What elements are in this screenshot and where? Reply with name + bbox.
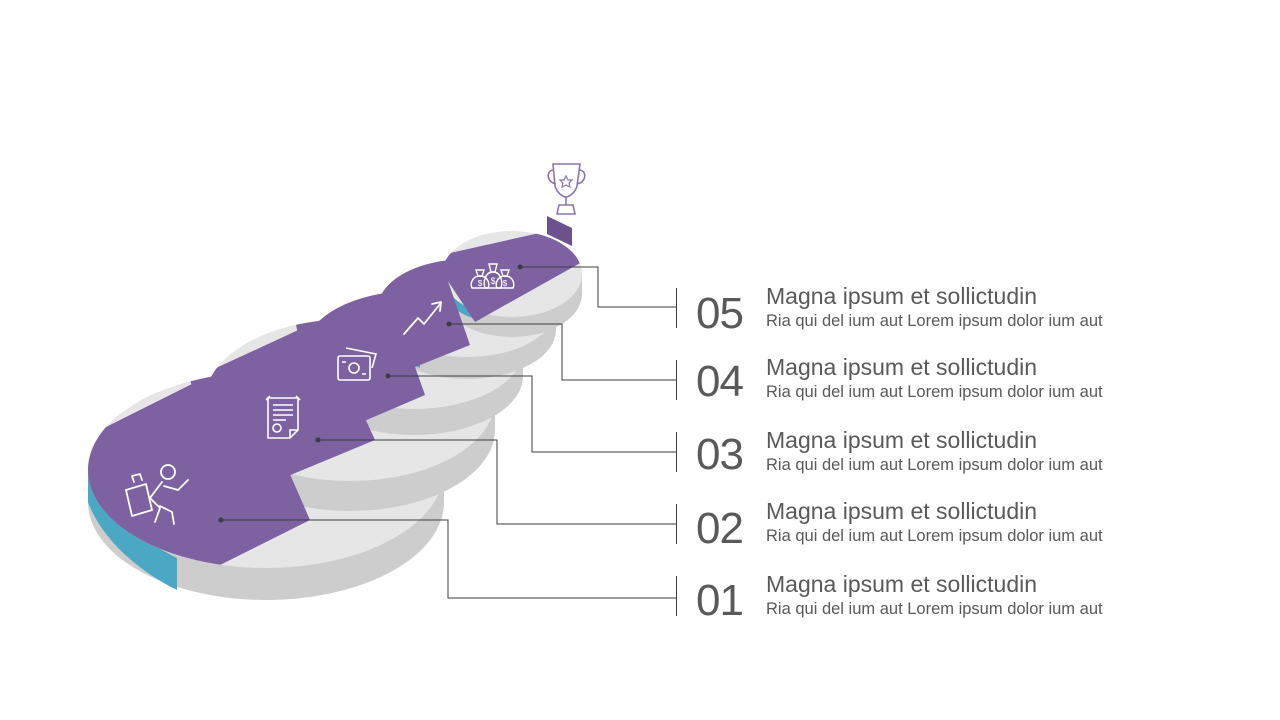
step-3-bar xyxy=(676,432,677,472)
step-4-description: Ria qui del ium aut Lorem ipsum dolor iu… xyxy=(766,383,1103,401)
certificate-icon xyxy=(265,395,301,439)
step-3-description: Ria qui del ium aut Lorem ipsum dolor iu… xyxy=(766,456,1103,474)
step-5-title: Magna ipsum et sollictudin xyxy=(766,283,1038,309)
step-3-number: 03 xyxy=(696,430,744,479)
step-1-label: 01 Magna ipsum et sollictudin Ria qui de… xyxy=(676,571,1196,625)
connector-step-4 xyxy=(449,323,676,381)
step-1-description: Ria qui del ium aut Lorem ipsum dolor iu… xyxy=(766,600,1103,618)
growth-arrow-icon xyxy=(403,301,442,335)
step-4-bar xyxy=(676,360,677,400)
step-5-label: 05 Magna ipsum et sollictudin Ria qui de… xyxy=(676,283,1196,336)
step-3-label: 03 Magna ipsum et sollictudin Ria qui de… xyxy=(676,427,1196,479)
purple-path-step-4 xyxy=(368,258,470,375)
step-5-description: Ria qui del ium aut Lorem ipsum dolor iu… xyxy=(766,312,1103,330)
svg-text:$: $ xyxy=(478,279,483,288)
step-1-title: Magna ipsum et sollictudin xyxy=(766,571,1038,597)
cash-icon xyxy=(337,347,378,381)
step-4-number: 04 xyxy=(696,357,744,406)
connector-step-2 xyxy=(318,439,676,525)
step-4-title: Magna ipsum et sollictudin xyxy=(766,354,1038,380)
step-1-number: 01 xyxy=(696,576,744,625)
step-2-label: 02 Magna ipsum et sollictudin Ria qui de… xyxy=(676,498,1196,553)
connector-step-3 xyxy=(388,375,676,453)
running-businessman-icon xyxy=(125,464,189,525)
connector-step-5 xyxy=(520,266,676,308)
top-riser xyxy=(547,216,572,246)
money-bags-icon: $ $ $ xyxy=(470,263,515,289)
svg-text:$: $ xyxy=(503,279,508,288)
step-5-bar xyxy=(676,288,677,328)
svg-text:$: $ xyxy=(490,276,495,286)
step-2-title: Magna ipsum et sollictudin xyxy=(766,498,1038,524)
step-2-bar xyxy=(676,504,677,544)
step-3-title: Magna ipsum et sollictudin xyxy=(766,427,1038,453)
trophy-icon xyxy=(547,163,586,215)
step-2-number: 02 xyxy=(696,504,744,553)
step-2-description: Ria qui del ium aut Lorem ipsum dolor iu… xyxy=(766,527,1103,545)
step-1-bar xyxy=(676,576,677,616)
step-5-number: 05 xyxy=(696,289,744,338)
connector-step-1 xyxy=(221,519,676,599)
step-4-label: 04 Magna ipsum et sollictudin Ria qui de… xyxy=(676,354,1196,406)
